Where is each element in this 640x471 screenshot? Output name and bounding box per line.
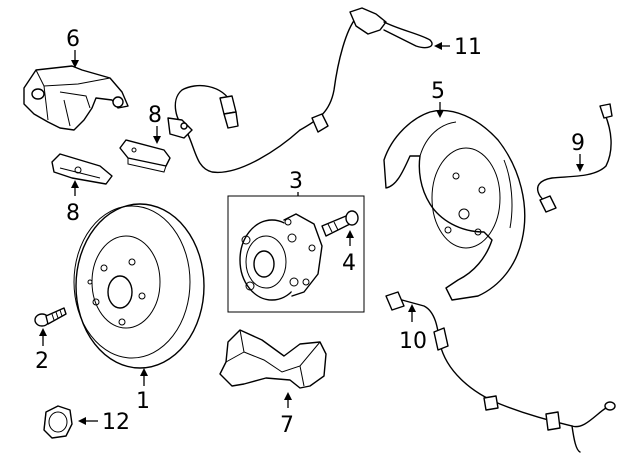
- speed-sensor-harness-lower: [385, 291, 616, 453]
- callout-10: 10: [399, 329, 427, 354]
- dust-shield: [383, 109, 526, 301]
- caliper: [23, 65, 129, 131]
- brake-hose: [536, 103, 613, 213]
- callout-11: 11: [454, 35, 482, 60]
- callout-9: 9: [571, 131, 585, 156]
- brake-pad-upper: [119, 139, 171, 173]
- callout-2: 2: [35, 349, 49, 374]
- caliper-bracket: [219, 329, 327, 389]
- hub-bearing-group: [227, 195, 365, 313]
- speed-sensor-harness-upper: [167, 7, 433, 174]
- hub-nut: [43, 405, 73, 439]
- callout-6: 6: [66, 27, 80, 52]
- callout-8a: 8: [148, 103, 162, 128]
- leaders: [39, 42, 584, 425]
- hub-bolt: [321, 210, 359, 237]
- callout-4: 4: [342, 251, 356, 276]
- callout-3: 3: [289, 169, 303, 194]
- brake-rotor: [73, 203, 205, 369]
- callout-7: 7: [280, 413, 294, 438]
- callout-8b: 8: [66, 201, 80, 226]
- brake-pad-lower: [51, 153, 113, 185]
- callout-1: 1: [136, 389, 150, 414]
- callout-5: 5: [431, 79, 445, 104]
- rotor-screw: [34, 307, 67, 327]
- callout-12: 12: [102, 410, 130, 435]
